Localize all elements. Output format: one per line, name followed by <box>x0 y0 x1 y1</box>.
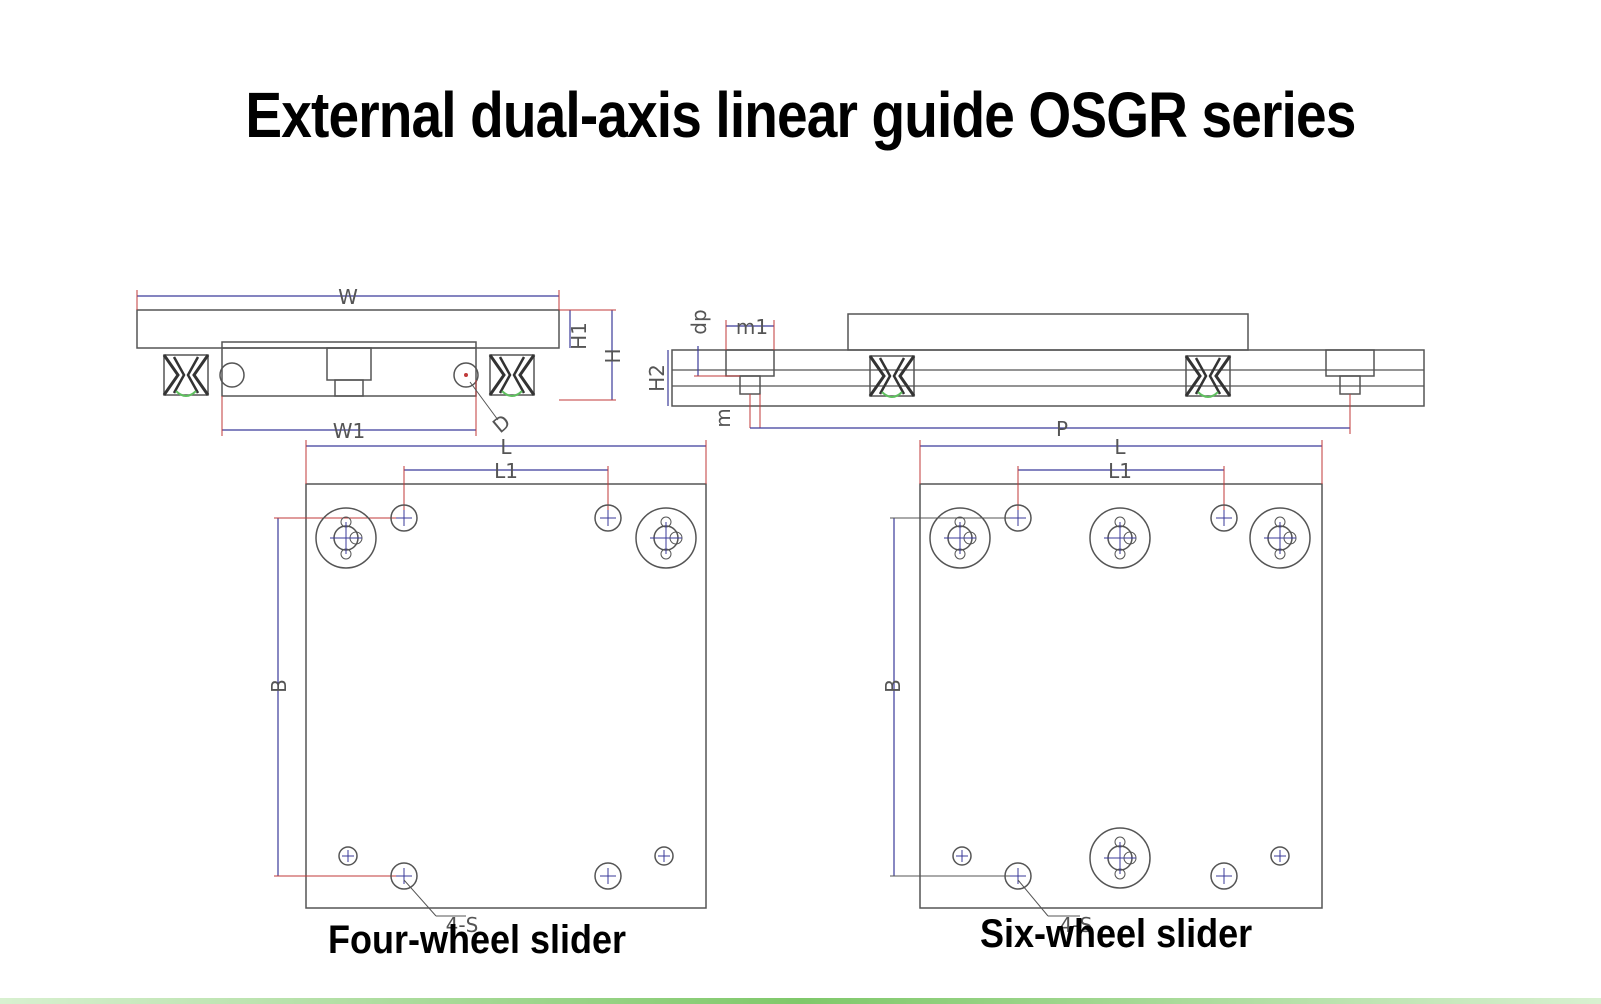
dim-label-s-four: 4-S <box>446 913 479 937</box>
dim-label-w: W <box>338 285 358 309</box>
front-view <box>136 290 616 436</box>
six-wheel-caption: Six-wheel slider <box>980 912 1253 956</box>
dim-label-b-four: B <box>267 679 291 693</box>
four-wheel-caption: Four-wheel slider <box>328 918 627 962</box>
dim-label-b-six: B <box>881 679 905 693</box>
dim-label-m: m <box>711 408 735 427</box>
dim-label-p: P <box>1056 417 1068 441</box>
dim-label-l-four: L <box>500 435 512 459</box>
bottom-accent-bar <box>0 998 1601 1004</box>
dim-label-l1-six: L1 <box>1108 459 1132 483</box>
dim-label-h1: H1 <box>567 322 591 350</box>
dim-label-h: H <box>601 348 625 363</box>
dim-label-dp: dp <box>687 309 711 334</box>
page-title: External dual-axis linear guide OSGR ser… <box>245 79 1356 151</box>
dim-label-d: D <box>488 410 515 438</box>
dim-label-l-six: L <box>1114 435 1126 459</box>
dim-label-m1: m1 <box>736 315 768 339</box>
six-wheel-slider-plan <box>890 440 1323 917</box>
dim-label-h2: H2 <box>645 364 669 392</box>
dim-label-l1-four: L1 <box>494 459 518 483</box>
dim-label-w1: W1 <box>333 419 366 443</box>
side-view <box>667 313 1425 434</box>
four-wheel-slider-plan <box>274 440 707 917</box>
dim-label-s-six: 4-S <box>1060 913 1093 937</box>
